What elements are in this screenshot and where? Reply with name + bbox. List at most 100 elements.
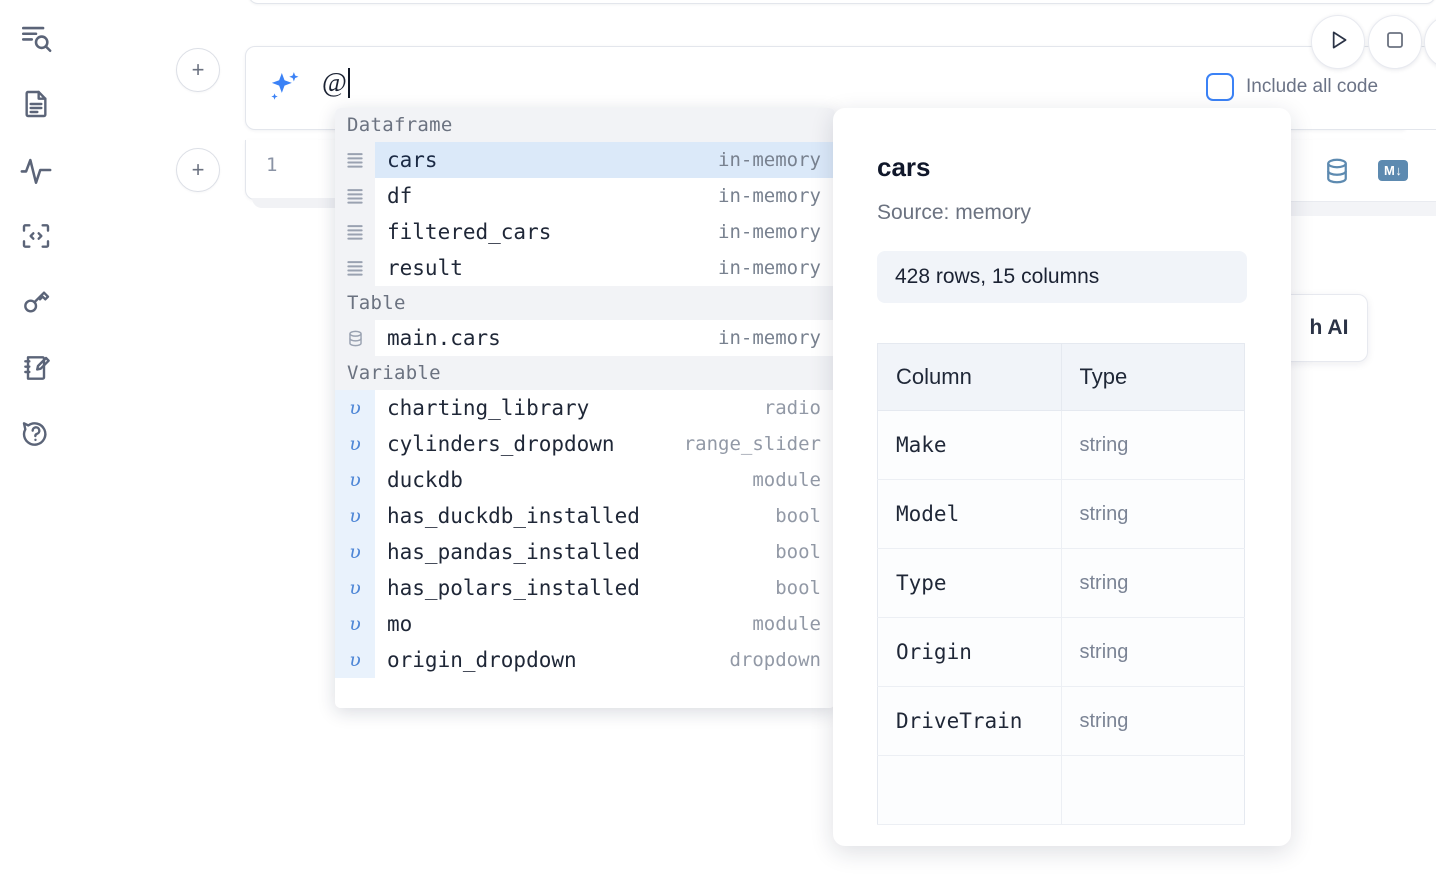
autocomplete-item-name: result [387, 256, 463, 280]
autocomplete-item-type: dropdown [729, 649, 821, 671]
autocomplete-item[interactable]: main.cars in-memory [335, 320, 835, 356]
include-all-code-checkbox[interactable] [1206, 73, 1234, 101]
autocomplete-item-name: cylinders_dropdown [387, 432, 615, 456]
autocomplete-dropdown[interactable]: Dataframe cars in-memory df in-memory filtere… [335, 108, 835, 708]
autocomplete-item-type: range_slider [683, 433, 821, 455]
schema-column-type: string [1061, 479, 1245, 549]
table-header-cell: Column [877, 343, 1062, 411]
variable-upsilon-icon: υ [335, 606, 375, 642]
autocomplete-item-name: duckdb [387, 468, 463, 492]
autocomplete-item-type: bool [775, 577, 821, 599]
schema-column-type: string [1061, 617, 1245, 687]
table-row-partial [877, 755, 1245, 825]
add-cell-button-bottom[interactable]: + [176, 148, 220, 192]
stop-button[interactable] [1368, 15, 1422, 69]
autocomplete-item-type: in-memory [718, 185, 821, 207]
autocomplete-group-header: Variable [335, 356, 835, 390]
stop-square-icon [1383, 28, 1407, 57]
help-chat-icon[interactable] [14, 412, 58, 456]
autocomplete-item-type: bool [775, 541, 821, 563]
autocomplete-item-name: has_pandas_installed [387, 540, 640, 564]
autocomplete-item[interactable]: cars in-memory [335, 142, 835, 178]
schema-column-name: Type [877, 548, 1062, 618]
left-icon-rail [0, 0, 72, 874]
include-all-code-label: Include all code [1246, 76, 1379, 97]
schema-column-type: string [1061, 686, 1245, 756]
text-caret [348, 67, 351, 98]
code-brackets-icon[interactable] [14, 214, 58, 258]
schema-column-type: string [1061, 548, 1245, 618]
generate-with-ai-card[interactable]: h AI [1276, 294, 1368, 362]
schema-column-name: Model [877, 479, 1062, 549]
key-icon[interactable] [14, 280, 58, 324]
add-cell-button-top[interactable]: + [176, 48, 220, 92]
dataframe-detail-panel: cars Source: memory 428 rows, 15 columns… [833, 108, 1291, 846]
run-button[interactable] [1311, 15, 1365, 69]
line-number: 1 [266, 154, 278, 176]
schema-column-name: DriveTrain [877, 686, 1062, 756]
table-rows-icon [335, 214, 375, 250]
variable-upsilon-icon: υ [335, 642, 375, 678]
table-header-cell: Type [1061, 343, 1245, 411]
play-icon [1325, 27, 1351, 58]
autocomplete-group-header: Table [335, 286, 835, 320]
autocomplete-item-name: mo [387, 612, 413, 636]
markdown-badge-label: M↓ [1378, 160, 1409, 181]
ai-prompt-input[interactable]: @ [322, 67, 351, 98]
variable-upsilon-icon: υ [335, 426, 375, 462]
include-all-code-row[interactable]: Include all code [1206, 73, 1378, 101]
detail-shape-badge: 428 rows, 15 columns [877, 251, 1247, 303]
markdown-icon[interactable]: M↓ [1378, 160, 1409, 181]
table-rows-icon [335, 178, 375, 214]
autocomplete-item-name: cars [387, 148, 438, 172]
autocomplete-item-type: in-memory [718, 327, 821, 349]
autocomplete-item-type: module [752, 613, 821, 635]
schema-column-name: Origin [877, 617, 1062, 687]
autocomplete-item-type: radio [763, 397, 821, 419]
file-text-icon[interactable] [14, 82, 58, 126]
autocomplete-item[interactable]: df in-memory [335, 178, 835, 214]
explore-search-icon[interactable] [14, 16, 58, 60]
previous-cell-edge [248, 0, 1436, 4]
variable-upsilon-icon: υ [335, 390, 375, 426]
activity-pulse-icon[interactable] [14, 148, 58, 192]
table-rows-icon [335, 142, 375, 178]
autocomplete-item[interactable]: υ has_pandas_installed bool [335, 534, 835, 570]
variable-upsilon-icon: υ [335, 462, 375, 498]
autocomplete-item-name: df [387, 184, 413, 208]
autocomplete-item-name: filtered_cars [387, 220, 552, 244]
variable-upsilon-icon: υ [335, 534, 375, 570]
database-icon[interactable] [1322, 156, 1352, 186]
detail-source: Source: memory [877, 201, 1032, 224]
notebook-edit-icon[interactable] [14, 346, 58, 390]
autocomplete-item-name: has_polars_installed [387, 576, 640, 600]
autocomplete-item-type: module [752, 469, 821, 491]
detail-title: cars [877, 152, 931, 182]
autocomplete-item-type: in-memory [718, 149, 821, 171]
autocomplete-item-name: origin_dropdown [387, 648, 577, 672]
variable-upsilon-icon: υ [335, 570, 375, 606]
autocomplete-item[interactable]: υ cylinders_dropdown range_slider [335, 426, 835, 462]
variable-upsilon-icon: υ [335, 498, 375, 534]
autocomplete-item[interactable]: υ origin_dropdown dropdown [335, 642, 835, 678]
autocomplete-group-header: Dataframe [335, 108, 835, 142]
autocomplete-item-name: main.cars [387, 326, 501, 350]
schema-column-type: string [1061, 410, 1245, 480]
autocomplete-item[interactable]: υ has_polars_installed bool [335, 570, 835, 606]
schema-column-name [877, 755, 1062, 825]
sparkle-icon [266, 69, 304, 112]
database-icon [335, 320, 375, 356]
table-rows-icon [335, 250, 375, 286]
prompt-value: @ [322, 67, 348, 97]
